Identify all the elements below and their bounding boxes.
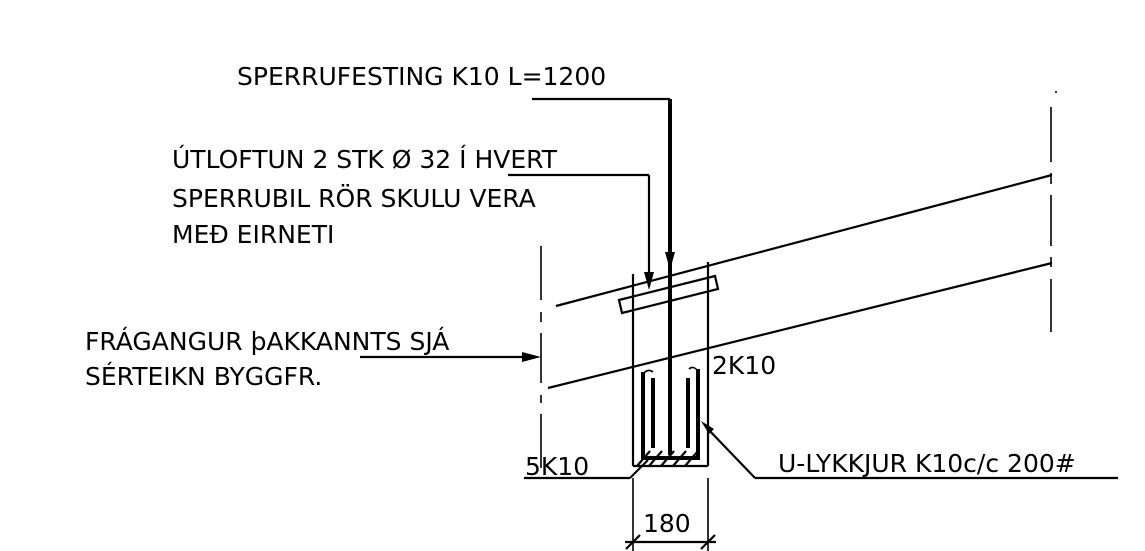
speck [1055,91,1057,93]
label-utloftun-line3: MEÐ EIRNETI [172,220,334,249]
stirrups-leader [701,421,1118,480]
label-fragangur-line2: SÉRTEIKN BYGGFR. [85,362,322,391]
stirrup-hook-left [642,369,654,375]
label-sperrufesting: SPERRUFESTING K10 L=1200 [237,62,606,91]
fragangur-leader [360,352,541,362]
label-top-bars: 2K10 [712,351,776,380]
bottom-bars-leader [524,459,649,480]
roof-line-lower [547,261,1053,390]
label-utloftun-line2: SPERRUBIL RÖR SKULU VERA [172,184,536,213]
label-utloftun-line1: ÚTLOFTUN 2 STK Ø 32 Í HVERT [172,144,558,174]
ventilation-pipe [617,274,720,315]
sperrufesting-leader [532,97,675,270]
label-beam-width: 180 [643,509,691,538]
top-bars [651,378,690,448]
beam-width-dimension [625,478,716,551]
u-stirrup [641,369,700,460]
label-fragangur-line1: FRÁGANGUR þAKKANNTS SJÁ [85,327,449,356]
utloftun-leader [508,173,654,290]
stirrup-hook-right [688,366,699,372]
label-stirrups: U-LYKKJUR K10c/c 200# [778,449,1076,478]
label-bottom-bars: 5K10 [525,452,589,481]
roof-line-upper [555,173,1053,308]
bottom-bars-hatch [636,450,699,467]
